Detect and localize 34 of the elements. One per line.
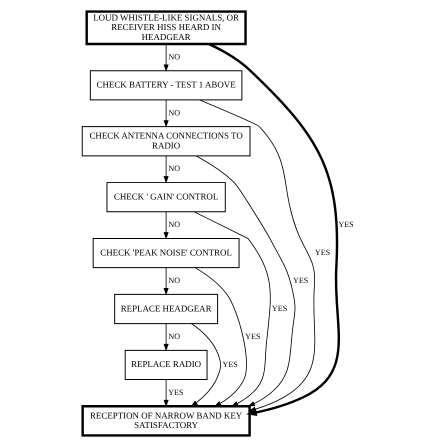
node-box: REPLACE HEADGEAR xyxy=(114,294,218,324)
edge-label: YES xyxy=(338,220,354,230)
arrow xyxy=(198,100,315,412)
edge-label: NO xyxy=(168,108,180,118)
node-box: CHECK ANTENNA CONNECTIONS TO RADIO xyxy=(81,126,250,156)
arrow xyxy=(193,211,270,407)
arrow xyxy=(208,42,340,416)
edge-label: YES xyxy=(271,304,287,314)
node-box: RECEPTION OF NARROW BAND KEY SATISFACTORY xyxy=(80,405,250,437)
arrow xyxy=(163,44,168,72)
node-box: REPLACE RADIO xyxy=(124,350,208,380)
arrow xyxy=(163,212,168,240)
node-box: CHECK 'PEAK NOISE' CONTROL xyxy=(92,238,240,268)
arrow xyxy=(163,323,168,352)
arrow xyxy=(163,156,168,184)
edge-label: NO xyxy=(168,164,180,174)
edge-label: NO xyxy=(168,52,180,62)
arrow xyxy=(163,379,168,408)
node-box: LOUD WHISTLE-LIKE SIGNALS, OR RECEIVER HISS HEARD IN HEADGEAR xyxy=(84,10,246,46)
edge-label: YES xyxy=(168,388,183,397)
edge-label: YES xyxy=(314,248,330,258)
arrow xyxy=(163,100,168,128)
edge-label: YES xyxy=(244,332,260,341)
edge-label: YES xyxy=(292,276,308,286)
edge-label: NO xyxy=(168,332,180,341)
node-box: CHECK ' GAIN' CONTROL xyxy=(106,182,226,212)
arrow xyxy=(195,156,295,407)
edge-label: YES xyxy=(222,360,238,369)
arrow xyxy=(194,267,246,407)
node-box: CHECK BATTERY - TEST 1 ABOVE xyxy=(89,70,242,100)
edge-label: NO xyxy=(168,276,180,286)
arrow xyxy=(163,267,168,296)
edge-label: NO xyxy=(168,220,180,230)
arrow xyxy=(190,323,220,407)
